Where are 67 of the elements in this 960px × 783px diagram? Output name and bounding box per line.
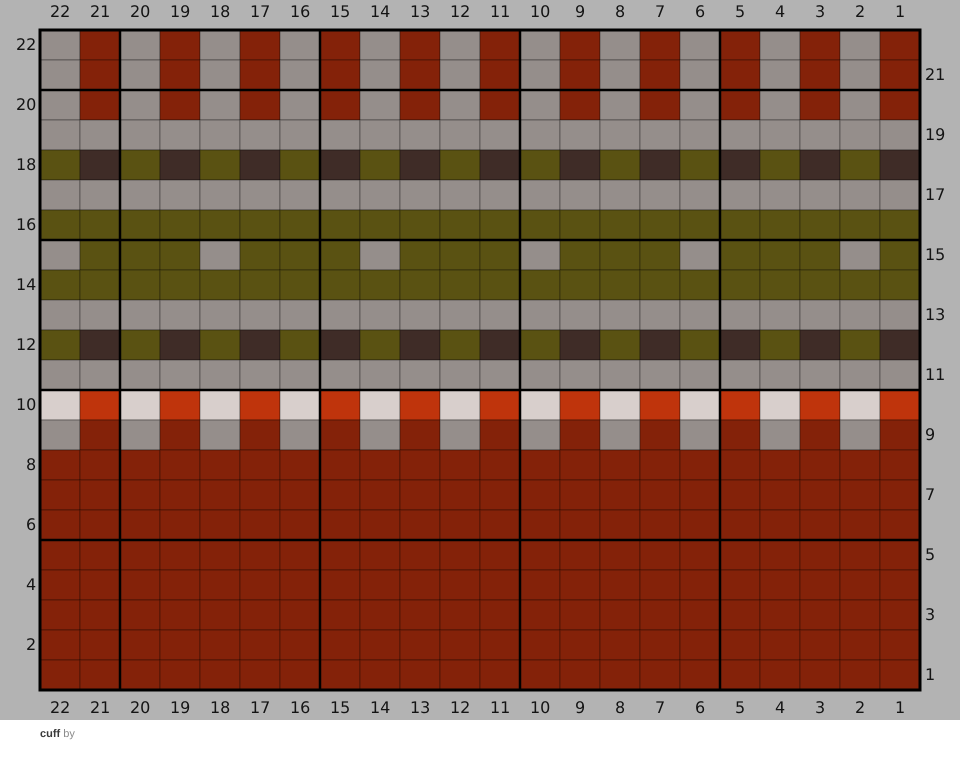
column-number: 22 xyxy=(50,3,70,21)
column-number: 16 xyxy=(290,3,310,21)
column-number: 4 xyxy=(775,699,786,717)
column-number: 20 xyxy=(130,3,150,21)
column-number: 22 xyxy=(50,699,70,717)
column-number: 4 xyxy=(775,3,786,21)
row-number: 12 xyxy=(16,336,36,354)
row-number: 22 xyxy=(16,36,36,54)
row-number: 13 xyxy=(925,306,946,324)
column-number: 17 xyxy=(250,699,270,717)
column-number: 5 xyxy=(735,3,746,21)
row-number: 17 xyxy=(925,186,946,204)
column-number: 20 xyxy=(130,699,150,717)
row-number: 18 xyxy=(16,156,36,174)
row-number: 11 xyxy=(925,366,946,384)
column-number: 5 xyxy=(735,699,746,717)
column-number: 13 xyxy=(410,699,430,717)
column-number: 18 xyxy=(210,3,230,21)
row-number: 2 xyxy=(26,636,36,654)
column-number: 7 xyxy=(655,699,666,717)
column-number: 19 xyxy=(170,3,190,21)
column-number: 2 xyxy=(855,3,866,21)
column-number: 8 xyxy=(615,3,626,21)
row-number: 15 xyxy=(925,246,946,264)
row-number: 21 xyxy=(925,66,946,84)
column-number: 8 xyxy=(615,699,626,717)
column-number: 14 xyxy=(370,699,390,717)
column-number: 7 xyxy=(655,3,666,21)
column-number: 1 xyxy=(895,699,906,717)
row-number: 9 xyxy=(925,426,936,444)
row-number: 14 xyxy=(16,276,36,294)
column-number: 3 xyxy=(815,699,826,717)
column-number: 2 xyxy=(855,699,866,717)
column-number: 15 xyxy=(330,699,350,717)
column-number: 3 xyxy=(815,3,826,21)
column-number: 10 xyxy=(530,699,550,717)
column-number: 19 xyxy=(170,699,190,717)
row-number: 16 xyxy=(16,216,36,234)
column-number: 6 xyxy=(695,699,706,717)
row-number: 6 xyxy=(26,516,36,534)
row-number: 5 xyxy=(925,546,936,564)
column-number: 1 xyxy=(895,3,906,21)
column-number: 14 xyxy=(370,3,390,21)
row-number: 10 xyxy=(16,396,36,414)
row-number: 7 xyxy=(925,486,936,504)
row-number: 1 xyxy=(925,666,936,684)
column-number: 12 xyxy=(450,699,470,717)
column-number: 16 xyxy=(290,699,310,717)
caption-text: cuff by xyxy=(40,728,75,741)
column-number: 18 xyxy=(210,699,230,717)
column-number: 11 xyxy=(490,699,510,717)
row-number: 4 xyxy=(26,576,36,594)
column-number: 9 xyxy=(575,699,586,717)
row-number: 3 xyxy=(925,606,936,624)
column-number: 15 xyxy=(330,3,350,21)
column-number: 11 xyxy=(490,3,510,21)
row-number: 20 xyxy=(16,96,36,114)
column-number: 13 xyxy=(410,3,430,21)
column-number: 10 xyxy=(530,3,550,21)
row-number: 8 xyxy=(26,456,36,474)
column-number: 17 xyxy=(250,3,270,21)
row-number: 19 xyxy=(925,126,946,144)
column-number: 12 xyxy=(450,3,470,21)
column-number: 21 xyxy=(90,699,110,717)
column-number: 6 xyxy=(695,3,706,21)
column-number: 9 xyxy=(575,3,586,21)
column-number: 21 xyxy=(90,3,110,21)
